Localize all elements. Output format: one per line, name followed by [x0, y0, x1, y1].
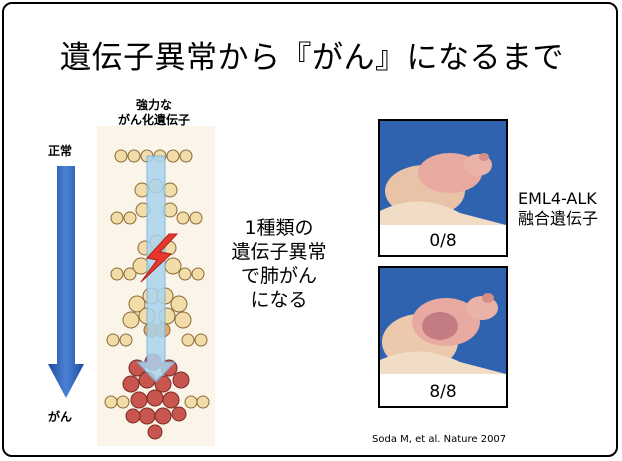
- mouse-image: [380, 121, 506, 225]
- normal-label: 正常: [48, 142, 72, 159]
- mouse-photo-tumor: 8/8: [378, 266, 508, 408]
- cell-transformation-diagram: [97, 126, 215, 446]
- slide-title: 遺伝子異常から『がん』になるまで: [4, 32, 618, 77]
- mouse-image: [380, 268, 506, 374]
- cancer-label: がん: [48, 408, 72, 425]
- cell-layers-illustration: [97, 126, 215, 446]
- progression-arrow-icon: [48, 166, 84, 398]
- explanation-line-4: になる: [224, 288, 334, 312]
- explanation-line-2: 遺伝子異常: [224, 240, 334, 264]
- gene-name-line1: EML4-ALK: [518, 189, 597, 209]
- explanation-line-1: 1種類の: [224, 216, 334, 240]
- mouse-photo-normal: 0/8: [378, 119, 508, 257]
- gene-name-line2: 融合遺伝子: [518, 209, 598, 229]
- ratio-top: 0/8: [380, 231, 506, 251]
- explanation-line-3: で肺がん: [224, 264, 334, 288]
- explanation-text: 1種類の 遺伝子異常 で肺がん になる: [224, 216, 334, 312]
- citation: Soda M, et al. Nature 2007: [372, 434, 506, 445]
- ratio-bottom: 8/8: [380, 382, 506, 402]
- slide: 遺伝子異常から『がん』になるまで 強力な がん化遺伝子 正常 がん: [2, 2, 618, 457]
